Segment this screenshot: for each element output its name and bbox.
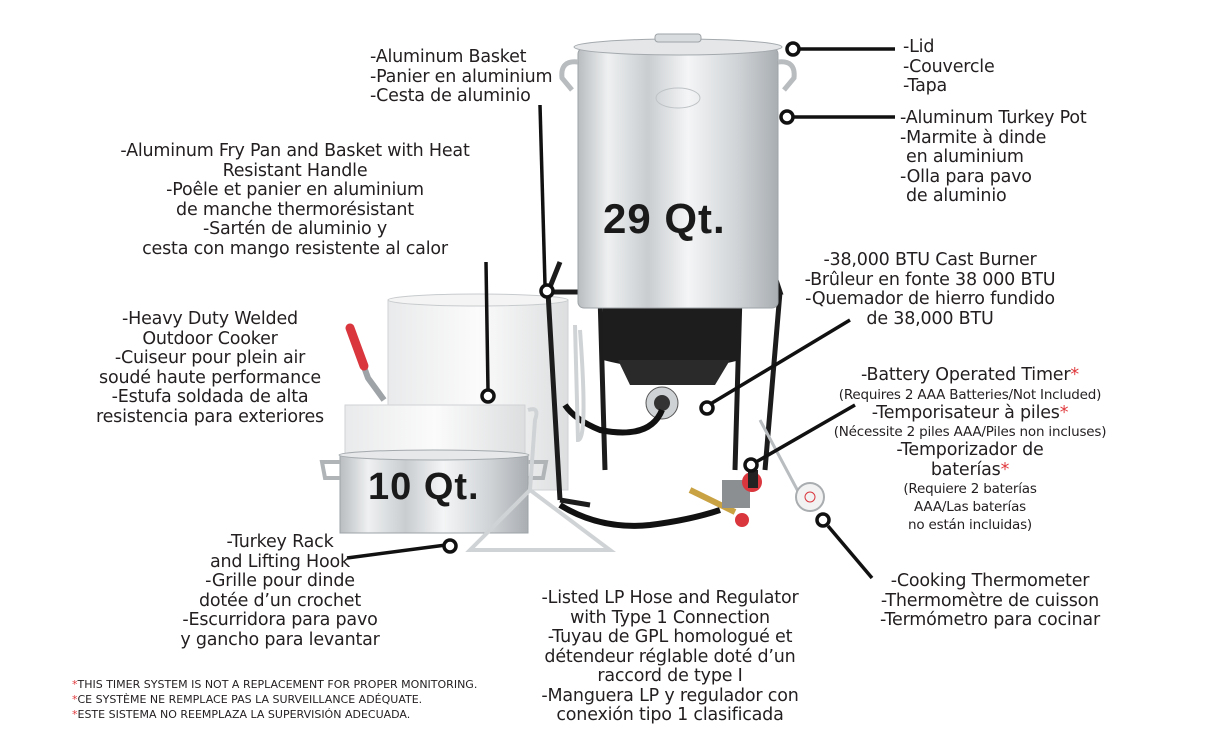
turkey-pot bbox=[559, 33, 797, 309]
callout-aluminum-basket: -Aluminum Basket -Panier en aluminium -C… bbox=[370, 47, 553, 106]
timer-disclaimer: *THIS TIMER SYSTEM IS NOT A REPLACEMENT … bbox=[72, 678, 478, 721]
callout-lines bbox=[346, 41, 895, 580]
fry-pan-and-basket bbox=[319, 323, 549, 534]
callout-cast-burner: -38,000 BTU Cast Burner -Brûleur en font… bbox=[804, 250, 1056, 329]
callout-battery-timer: -Battery Operated Timer* (Requires 2 AAA… bbox=[833, 365, 1107, 533]
callout-outdoor-cooker: -Heavy Duty Welded Outdoor Cooker -Cuise… bbox=[96, 309, 324, 427]
callout-fry-pan-and-basket: -Aluminum Fry Pan and Basket with Heat R… bbox=[120, 141, 470, 259]
cooking-thermometer bbox=[758, 419, 825, 512]
callout-cooking-thermometer: -Cooking Thermometer -Thermomètre de cui… bbox=[880, 571, 1100, 630]
callout-turkey-pot: -Aluminum Turkey Pot -Marmite à dinde en… bbox=[900, 108, 1087, 206]
cast-burner bbox=[562, 305, 740, 436]
callout-lid: -Lid -Couvercle -Tapa bbox=[903, 37, 995, 96]
fry-pan-capacity-label: 10 Qt. bbox=[368, 466, 480, 508]
lp-hose-and-regulator bbox=[558, 470, 762, 529]
turkey-rack-and-hook bbox=[465, 324, 616, 552]
callout-turkey-rack: -Turkey Rack and Lifting Hook -Grille po… bbox=[180, 532, 380, 650]
callout-lp-hose-regulator: -Listed LP Hose and Regulator with Type … bbox=[541, 588, 799, 725]
large-pot-capacity-label: 29 Qt. bbox=[603, 195, 726, 242]
